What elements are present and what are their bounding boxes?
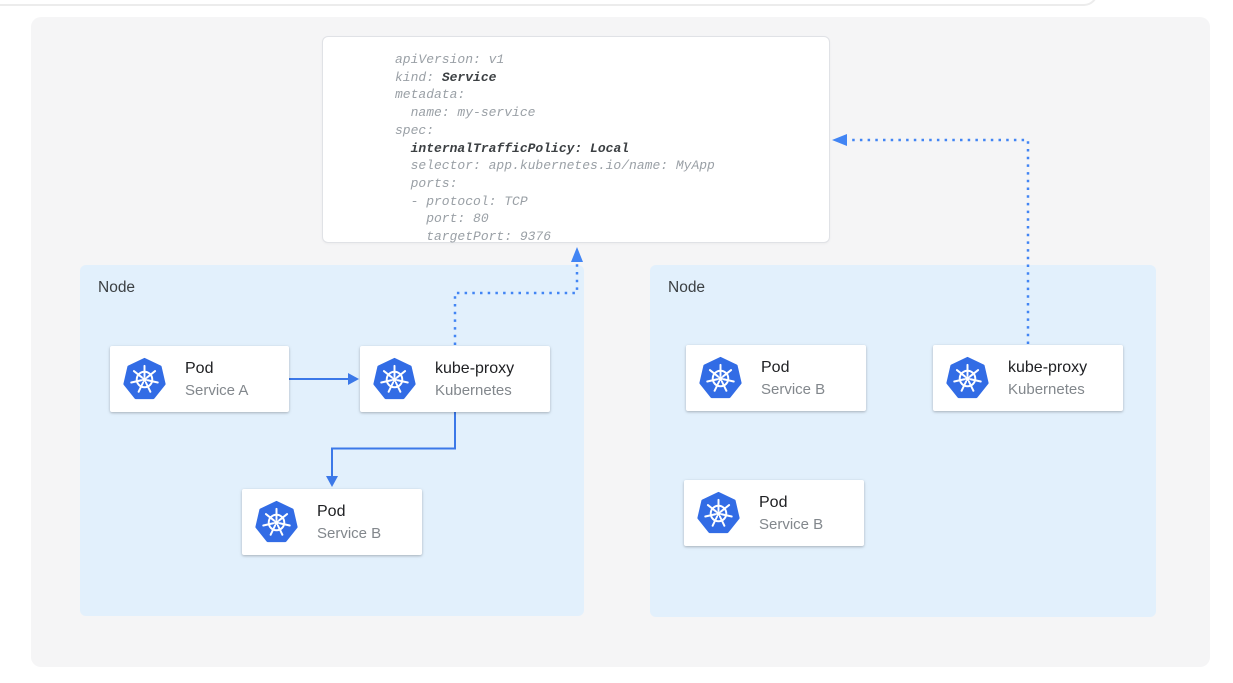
kubernetes-icon — [698, 356, 743, 401]
card-title: kube-proxy — [435, 359, 515, 377]
card-subtitle: Service B — [759, 515, 824, 533]
card-subtitle: Kubernetes — [1008, 380, 1085, 398]
page-top-edge — [0, 0, 1098, 6]
card-title: Pod — [761, 358, 790, 376]
card-subtitle: Service A — [185, 381, 249, 399]
pod-service-b-card-left: Pod Service B — [242, 489, 422, 555]
node-box-left: Node — [80, 265, 584, 616]
card-title: Pod — [759, 493, 788, 511]
card-title: Pod — [317, 502, 346, 520]
kubernetes-icon — [696, 491, 741, 536]
kube-proxy-card-left: kube-proxy Kubernetes — [360, 346, 550, 412]
kubernetes-icon — [945, 356, 990, 401]
card-title: kube-proxy — [1008, 358, 1088, 376]
pod-service-b-card-right-bottom: Pod Service B — [684, 480, 864, 546]
node-box-right: Node — [650, 265, 1156, 617]
kube-proxy-card-right: kube-proxy Kubernetes — [933, 345, 1123, 411]
card-subtitle: Kubernetes — [435, 381, 512, 399]
card-title: Pod — [185, 359, 214, 377]
node-label: Node — [98, 279, 136, 296]
card-subtitle: Service B — [761, 380, 826, 398]
kubernetes-icon — [254, 500, 299, 545]
kubernetes-icon — [122, 357, 167, 402]
kubernetes-icon — [372, 357, 417, 402]
card-subtitle: Service B — [317, 524, 382, 542]
node-label: Node — [668, 279, 706, 296]
pod-service-b-card-right-top: Pod Service B — [686, 345, 866, 411]
pod-service-a-card: Pod Service A — [110, 346, 289, 412]
